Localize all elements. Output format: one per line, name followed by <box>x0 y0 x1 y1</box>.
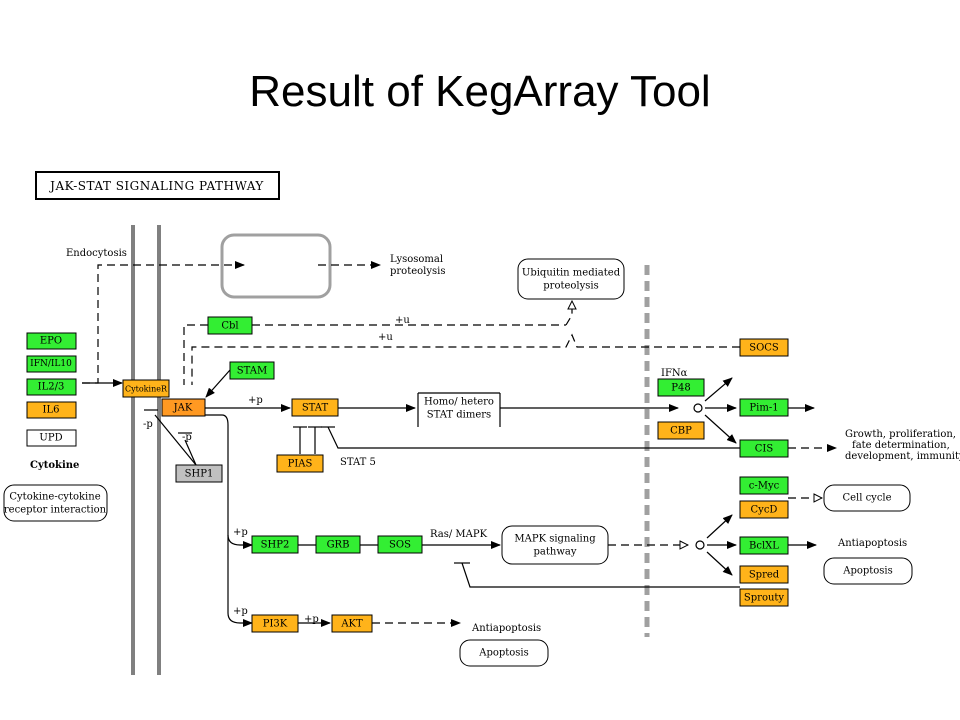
plus-u-label-1: +u <box>395 315 410 326</box>
gene-p48-label: P48 <box>671 383 690 394</box>
gene-stat-label: STAT <box>302 403 329 414</box>
slide-title: Result of KegArray Tool <box>249 67 711 116</box>
gene-cmyc-label: c-Myc <box>749 481 780 492</box>
cytokine-upd[interactable]: UPD <box>26 429 77 447</box>
cytokine-upd-label: UPD <box>39 433 62 444</box>
gene-grb-label: GRB <box>327 540 350 551</box>
gene-sos-label: SOS <box>389 540 411 551</box>
gene-cytokiner[interactable]: CytokineR <box>122 379 170 398</box>
gene-sprouty[interactable]: Sprouty <box>739 588 789 607</box>
homo-hetero-node: Homo/ hetero STAT dimers <box>417 392 501 427</box>
gene-bclxl[interactable]: BclXL <box>739 536 789 555</box>
gene-socs-label: SOCS <box>749 343 779 354</box>
gene-pias[interactable]: PIAS <box>276 454 324 473</box>
gene-jak-label: JAK <box>173 403 193 414</box>
plus-p-pi3k-label: +p <box>233 606 248 617</box>
gene-cbp[interactable]: CBP <box>657 421 705 440</box>
cell-cycle-label: Cell cycle <box>842 493 891 504</box>
antiapoptosis-label-1: Antiapoptosis <box>837 538 907 549</box>
apoptosis-label-2: Apoptosis <box>478 648 529 659</box>
gene-pi3k-label: PI3K <box>263 619 288 630</box>
ifna-label: IFNα <box>661 368 688 379</box>
gene-cycd[interactable]: CycD <box>739 500 789 519</box>
cytokine-il2-3-label: IL2/3 <box>38 382 65 393</box>
gene-sprouty-label: Sprouty <box>744 593 785 604</box>
gene-cycd-label: CycD <box>751 505 778 516</box>
gene-spred[interactable]: Spred <box>739 565 789 584</box>
gene-pias-label: PIAS <box>288 459 313 470</box>
pathway-title: JAK-STAT SIGNALING PATHWAY <box>48 179 264 193</box>
pathway-diagram: JAK-STAT SIGNALING PATHWAY <box>3 171 960 675</box>
gene-pim1-label: Pim-1 <box>749 403 778 414</box>
gene-akt[interactable]: AKT <box>331 614 373 633</box>
gene-stat[interactable]: STAT <box>291 398 339 417</box>
gene-socs[interactable]: SOCS <box>739 338 789 357</box>
gene-bclxl-label: BclXL <box>749 541 779 552</box>
cytokine-il6-label: IL6 <box>43 405 60 416</box>
endosome-compartment <box>220 233 332 299</box>
stat5-label: STAT 5 <box>340 457 376 468</box>
gene-cbp-label: CBP <box>670 426 692 437</box>
gene-shp2-label: SHP2 <box>261 540 290 551</box>
lysosomal-label-2: proteolysis <box>390 266 445 277</box>
receptor-interaction-label-1: Cytokine-cytokine <box>9 492 100 503</box>
homo-hetero-label-1: Homo/ hetero <box>424 397 494 408</box>
gene-cis-label: CIS <box>755 444 774 455</box>
gene-stam[interactable]: STAM <box>229 361 275 380</box>
gene-p48[interactable]: P48 <box>657 378 705 397</box>
gene-jak[interactable]: JAK <box>161 398 206 417</box>
endocytosis-label: Endocytosis <box>66 248 127 259</box>
growth-label-1: Growth, proliferation, <box>845 429 956 440</box>
ras-mapk-label: Ras/ MAPK <box>430 529 488 540</box>
ubiquitin-label-2: proteolysis <box>543 281 598 292</box>
gene-grb[interactable]: GRB <box>315 535 361 554</box>
gene-cbl[interactable]: Cbl <box>207 316 253 335</box>
gene-shp1-label: SHP1 <box>185 469 214 480</box>
cytokine-epo[interactable]: EPO <box>26 332 77 350</box>
ubiquitin-label-1: Ubiquitin mediated <box>522 268 621 279</box>
plus-p-jak-label: +p <box>248 395 263 406</box>
receptor-interaction-node[interactable]: Cytokine-cytokine receptor interaction <box>3 484 108 522</box>
minus-p-label-1: -p <box>143 419 153 430</box>
plus-p-akt-label: +p <box>304 614 319 625</box>
gene-stam-label: STAM <box>237 366 267 377</box>
receptor-interaction-label-2: receptor interaction <box>4 505 107 516</box>
apoptosis-node-2[interactable]: Apoptosis <box>459 639 549 667</box>
homo-hetero-label-2: STAT dimers <box>427 410 491 421</box>
growth-label-3: development, immunity <box>845 451 960 462</box>
gene-spred-label: Spred <box>749 570 780 581</box>
apoptosis-label-1: Apoptosis <box>842 566 893 577</box>
minus-p-label-2: -p <box>182 432 192 443</box>
cytokine-epo-label: EPO <box>40 336 62 347</box>
gene-pi3k[interactable]: PI3K <box>251 614 299 633</box>
gene-cbl-label: Cbl <box>221 321 238 332</box>
gene-sos[interactable]: SOS <box>377 535 423 554</box>
mapk-signaling-label-1: MAPK signaling <box>514 534 596 545</box>
gene-cmyc[interactable]: c-Myc <box>739 476 789 495</box>
cytokine-label: Cytokine <box>30 460 79 471</box>
gene-shp1[interactable]: SHP1 <box>175 464 223 483</box>
cytokine-ifn-il10[interactable]: IFN/IL10 <box>26 355 77 373</box>
cell-cycle-node[interactable]: Cell cycle <box>823 484 911 512</box>
lysosomal-label-1: Lysosomal <box>390 254 443 265</box>
gene-akt-label: AKT <box>340 619 363 630</box>
growth-label-2: fate determination, <box>852 440 950 451</box>
gene-cis[interactable]: CIS <box>739 439 789 458</box>
antiapoptosis-label-2: Antiapoptosis <box>471 623 541 634</box>
cytokine-ifn-il10-label: IFN/IL10 <box>30 359 72 369</box>
gene-shp2[interactable]: SHP2 <box>251 535 299 554</box>
mapk-signaling-node[interactable]: MAPK signaling pathway <box>501 525 609 565</box>
plus-u-label-2: +u <box>378 332 393 343</box>
connections <box>82 261 837 627</box>
mapk-signaling-label-2: pathway <box>534 547 577 558</box>
gene-pim1[interactable]: Pim-1 <box>739 398 789 417</box>
cytokine-il2-3[interactable]: IL2/3 <box>26 378 77 396</box>
pathway-labels: Endocytosis Lysosomal proteolysis +u +u … <box>30 248 960 634</box>
cytokine-il6[interactable]: IL6 <box>26 401 77 419</box>
ubiquitin-node[interactable]: Ubiquitin mediated proteolysis <box>517 258 625 300</box>
apoptosis-node-1[interactable]: Apoptosis <box>823 557 913 585</box>
plus-p-shp2-label: +p <box>233 527 248 538</box>
pathway-title-box: JAK-STAT SIGNALING PATHWAY <box>35 171 280 200</box>
gene-cytokiner-label: CytokineR <box>125 385 168 394</box>
